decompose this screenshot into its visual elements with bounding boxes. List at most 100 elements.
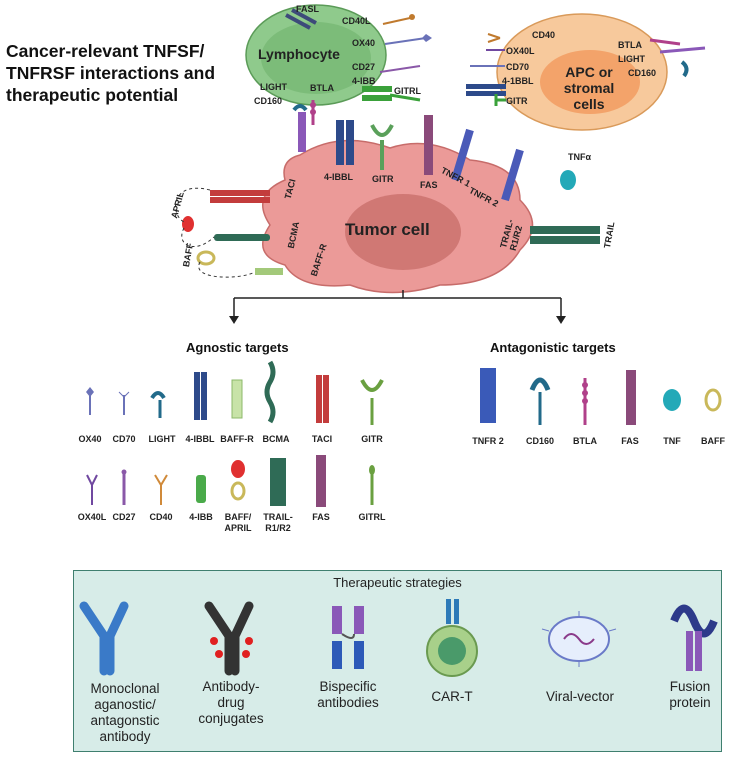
label-ox40l: OX40L: [506, 46, 535, 56]
apc-name: APC or stromal cells: [563, 64, 615, 112]
tumor-nucleus: [345, 194, 461, 270]
gitrl-receptor: [389, 93, 421, 102]
label-cd40: CD40: [532, 30, 556, 40]
agnostic-label: BAFF/ APRIL: [224, 512, 252, 533]
lymphocyte-name: Lymphocyte: [258, 46, 340, 62]
agnostic-label: CD40: [149, 512, 173, 522]
fasl-receptor: [285, 8, 317, 30]
label-4ibb: 4-IBB: [352, 76, 376, 86]
label-light-apc: LIGHT: [618, 54, 645, 64]
label-cd160-apc: CD160: [628, 68, 657, 78]
tumor-name: Tumor cell: [345, 220, 430, 239]
agnostic-label: CD27: [112, 512, 136, 522]
label-gitr-apc: GITR: [506, 96, 528, 106]
btla-receptor: [310, 100, 316, 125]
agnostic-label: TACI: [311, 434, 333, 444]
label-cd27: CD27: [352, 62, 376, 72]
trail-receptor: [530, 226, 600, 244]
antagonistic-label: TNF: [663, 436, 681, 446]
gitr-receptor: [494, 94, 506, 106]
fas-receptor: [424, 115, 433, 175]
agnostic-icons-row1: [86, 360, 384, 425]
label-ox40: OX40: [352, 38, 376, 48]
lymphocyte-nucleus: [261, 22, 371, 94]
label-4-ibbl: 4-IBBL: [324, 172, 353, 182]
april-ligand: [182, 216, 194, 232]
strategy-icons: [79, 599, 718, 677]
label-gitr-tumor: GITR: [372, 174, 394, 184]
strategy-bispecific-label: Bispecific antibodies: [317, 679, 379, 710]
agnostic-label: GITRL: [358, 512, 386, 522]
agnostic-label: FAS: [312, 512, 330, 522]
agnostic-heading: Agnostic targets: [186, 340, 289, 355]
ligand-binding-arrows: [175, 187, 256, 278]
agnostic-label: BAFF-R: [220, 434, 254, 444]
label-light: LIGHT: [260, 82, 287, 92]
agnostic-label: OX40: [78, 434, 102, 444]
antagonistic-label: BTLA: [573, 436, 597, 446]
bcma-receptor: [214, 234, 270, 241]
strategies-heading: Therapeutic strategies: [333, 575, 462, 590]
label-tnfa: TNFα: [568, 152, 592, 162]
monoclonal-antibody-icon: [79, 601, 129, 676]
4ibb-receptor: [362, 86, 392, 101]
label-btla: BTLA: [310, 83, 334, 93]
agnostic-label: 4-IBB: [189, 512, 213, 522]
label-4-1bbl: 4-1BBL: [502, 76, 534, 86]
antagonistic-label: CD160: [525, 436, 554, 446]
antagonistic-label: BAFF: [701, 436, 725, 446]
4-1bbl-receptor: [466, 84, 506, 96]
agnostic-label: 4-IBBL: [185, 434, 215, 444]
antagonistic-label: TNFR 2: [472, 436, 504, 446]
cd27-receptor: [379, 65, 421, 73]
viral-vector-icon: [541, 611, 617, 667]
baff-r-receptor: [255, 268, 283, 275]
branch-lines: [233, 290, 562, 320]
baff-ligand: [196, 250, 216, 266]
antagonistic-label: FAS: [621, 436, 639, 446]
interaction-diagram: [86, 4, 722, 507]
antibody-drug-conjugate-icon: [204, 601, 254, 676]
strategy-monoclonal-label: Monoclonal aganostic/ antagonstic antibo…: [90, 681, 160, 744]
label-cd40l: CD40L: [342, 16, 371, 26]
antagonistic-icons: [480, 368, 722, 425]
agnostic-label: LIGHT: [148, 434, 176, 444]
strategy-cart-label: CAR-T: [431, 689, 473, 704]
taci-receptor: [210, 190, 270, 203]
cd40l-receptor: [382, 14, 415, 25]
tnf-ligand: [560, 170, 576, 190]
bispecific-antibody-icon: [332, 606, 364, 669]
therapeutic-strategies-panel: Therapeutic strategies: [73, 570, 722, 752]
label-gitrl: GITRL: [394, 86, 421, 96]
label-fas: FAS: [420, 180, 438, 190]
strategy-viral-label: Viral-vector: [545, 689, 615, 704]
label-cd160: CD160: [254, 96, 283, 106]
cd160-receptor: [292, 104, 308, 112]
agnostic-label: BCMA: [262, 434, 290, 444]
fusion-protein-icon: [670, 604, 718, 671]
agnostic-label: TRAIL- R1/R2: [263, 512, 293, 533]
tnfr2-receptor: [501, 148, 524, 202]
btla-apc-receptor: [649, 38, 681, 46]
antagonistic-heading: Antagonistic targets: [490, 340, 616, 355]
agnostic-icons-row2: [86, 455, 375, 507]
light-ligand: [298, 112, 306, 152]
label-cd70: CD70: [506, 62, 530, 72]
label-btla-apc: BTLA: [618, 40, 642, 50]
agnostic-label: CD70: [112, 434, 136, 444]
label-fasl: FASL: [296, 4, 320, 14]
4-ibbl-receptor: [336, 120, 354, 165]
ox40-receptor: [384, 34, 432, 45]
car-t-cell-icon: [426, 599, 478, 677]
light-apc-receptor: [659, 46, 706, 54]
gitr-tumor-receptor: [370, 124, 394, 170]
branch-arrowheads: [229, 316, 566, 324]
tnfr1-receptor: [451, 128, 474, 182]
apc-nucleus: [540, 50, 640, 114]
agnostic-label: OX40L: [77, 512, 107, 522]
page-title: Cancer-relevant TNFSF/ TNFRSF interactio…: [6, 41, 216, 105]
strategy-adc-label: Antibody- drug conjugates: [198, 679, 264, 726]
agnostic-label: GITR: [361, 434, 383, 444]
strategy-fusion-label: Fusion protein: [669, 679, 711, 710]
cd160-apc-receptor: [680, 60, 689, 78]
